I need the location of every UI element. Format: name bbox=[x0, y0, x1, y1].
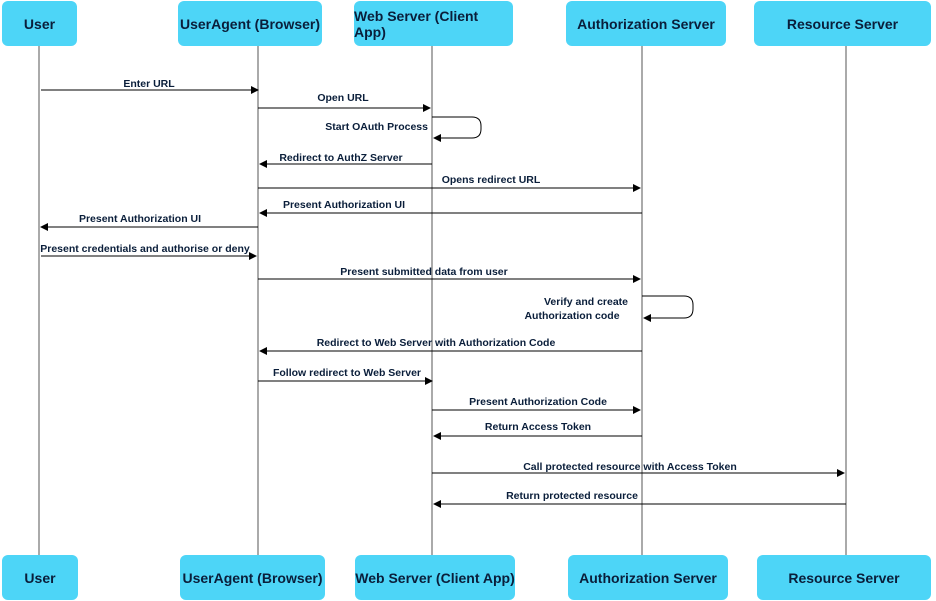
label-present-submitted: Present submitted data from user bbox=[340, 266, 507, 278]
label-redirect-authz: Redirect to AuthZ Server bbox=[279, 152, 402, 164]
label-opens-redirect: Opens redirect URL bbox=[442, 174, 541, 186]
actor-webserver-top: Web Server (Client App) bbox=[354, 1, 513, 46]
label-return-token: Return Access Token bbox=[485, 421, 591, 433]
label-present-ui-2: Present Authorization UI bbox=[79, 213, 201, 225]
label-present-code: Present Authorization Code bbox=[469, 396, 607, 408]
actor-useragent-bottom: UserAgent (Browser) bbox=[180, 555, 325, 600]
label-call-resource: Call protected resource with Access Toke… bbox=[523, 461, 737, 473]
label-verify-line1: Verify and create bbox=[544, 296, 628, 308]
actor-authserver-top: Authorization Server bbox=[566, 1, 726, 46]
actor-authserver-bottom: Authorization Server bbox=[568, 555, 728, 600]
actor-useragent-top: UserAgent (Browser) bbox=[178, 1, 322, 46]
actor-webserver-bottom: Web Server (Client App) bbox=[355, 555, 515, 600]
label-open-url: Open URL bbox=[317, 92, 369, 104]
label-verify-line2: Authorization code bbox=[524, 310, 619, 322]
arrow-verify bbox=[642, 295, 694, 322]
actor-user-bottom: User bbox=[2, 555, 78, 600]
label-present-credentials: Present credentials and authorise or den… bbox=[40, 243, 250, 255]
arrow-start-oauth bbox=[432, 116, 482, 142]
label-start-oauth: Start OAuth Process bbox=[325, 121, 428, 133]
label-enter-url: Enter URL bbox=[123, 78, 175, 90]
actor-resourceserver-bottom: Resource Server bbox=[757, 555, 931, 600]
label-return-resource: Return protected resource bbox=[506, 490, 638, 502]
label-follow-redirect: Follow redirect to Web Server bbox=[273, 367, 421, 379]
label-present-ui-1: Present Authorization UI bbox=[283, 199, 405, 211]
actor-user-top: User bbox=[2, 1, 77, 46]
label-redirect-webserver: Redirect to Web Server with Authorizatio… bbox=[317, 337, 556, 349]
actor-resourceserver-top: Resource Server bbox=[754, 1, 931, 46]
